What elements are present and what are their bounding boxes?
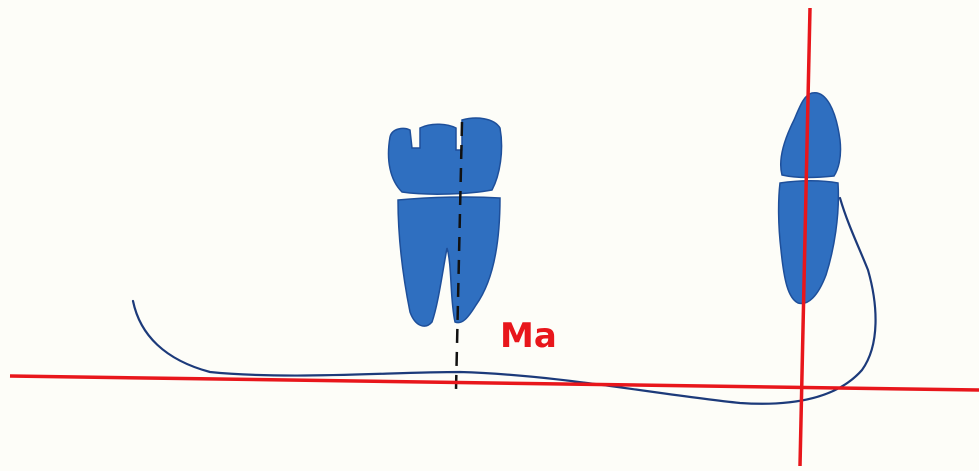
ma-label: Ma: [500, 316, 557, 356]
molar-crown: [389, 118, 502, 194]
